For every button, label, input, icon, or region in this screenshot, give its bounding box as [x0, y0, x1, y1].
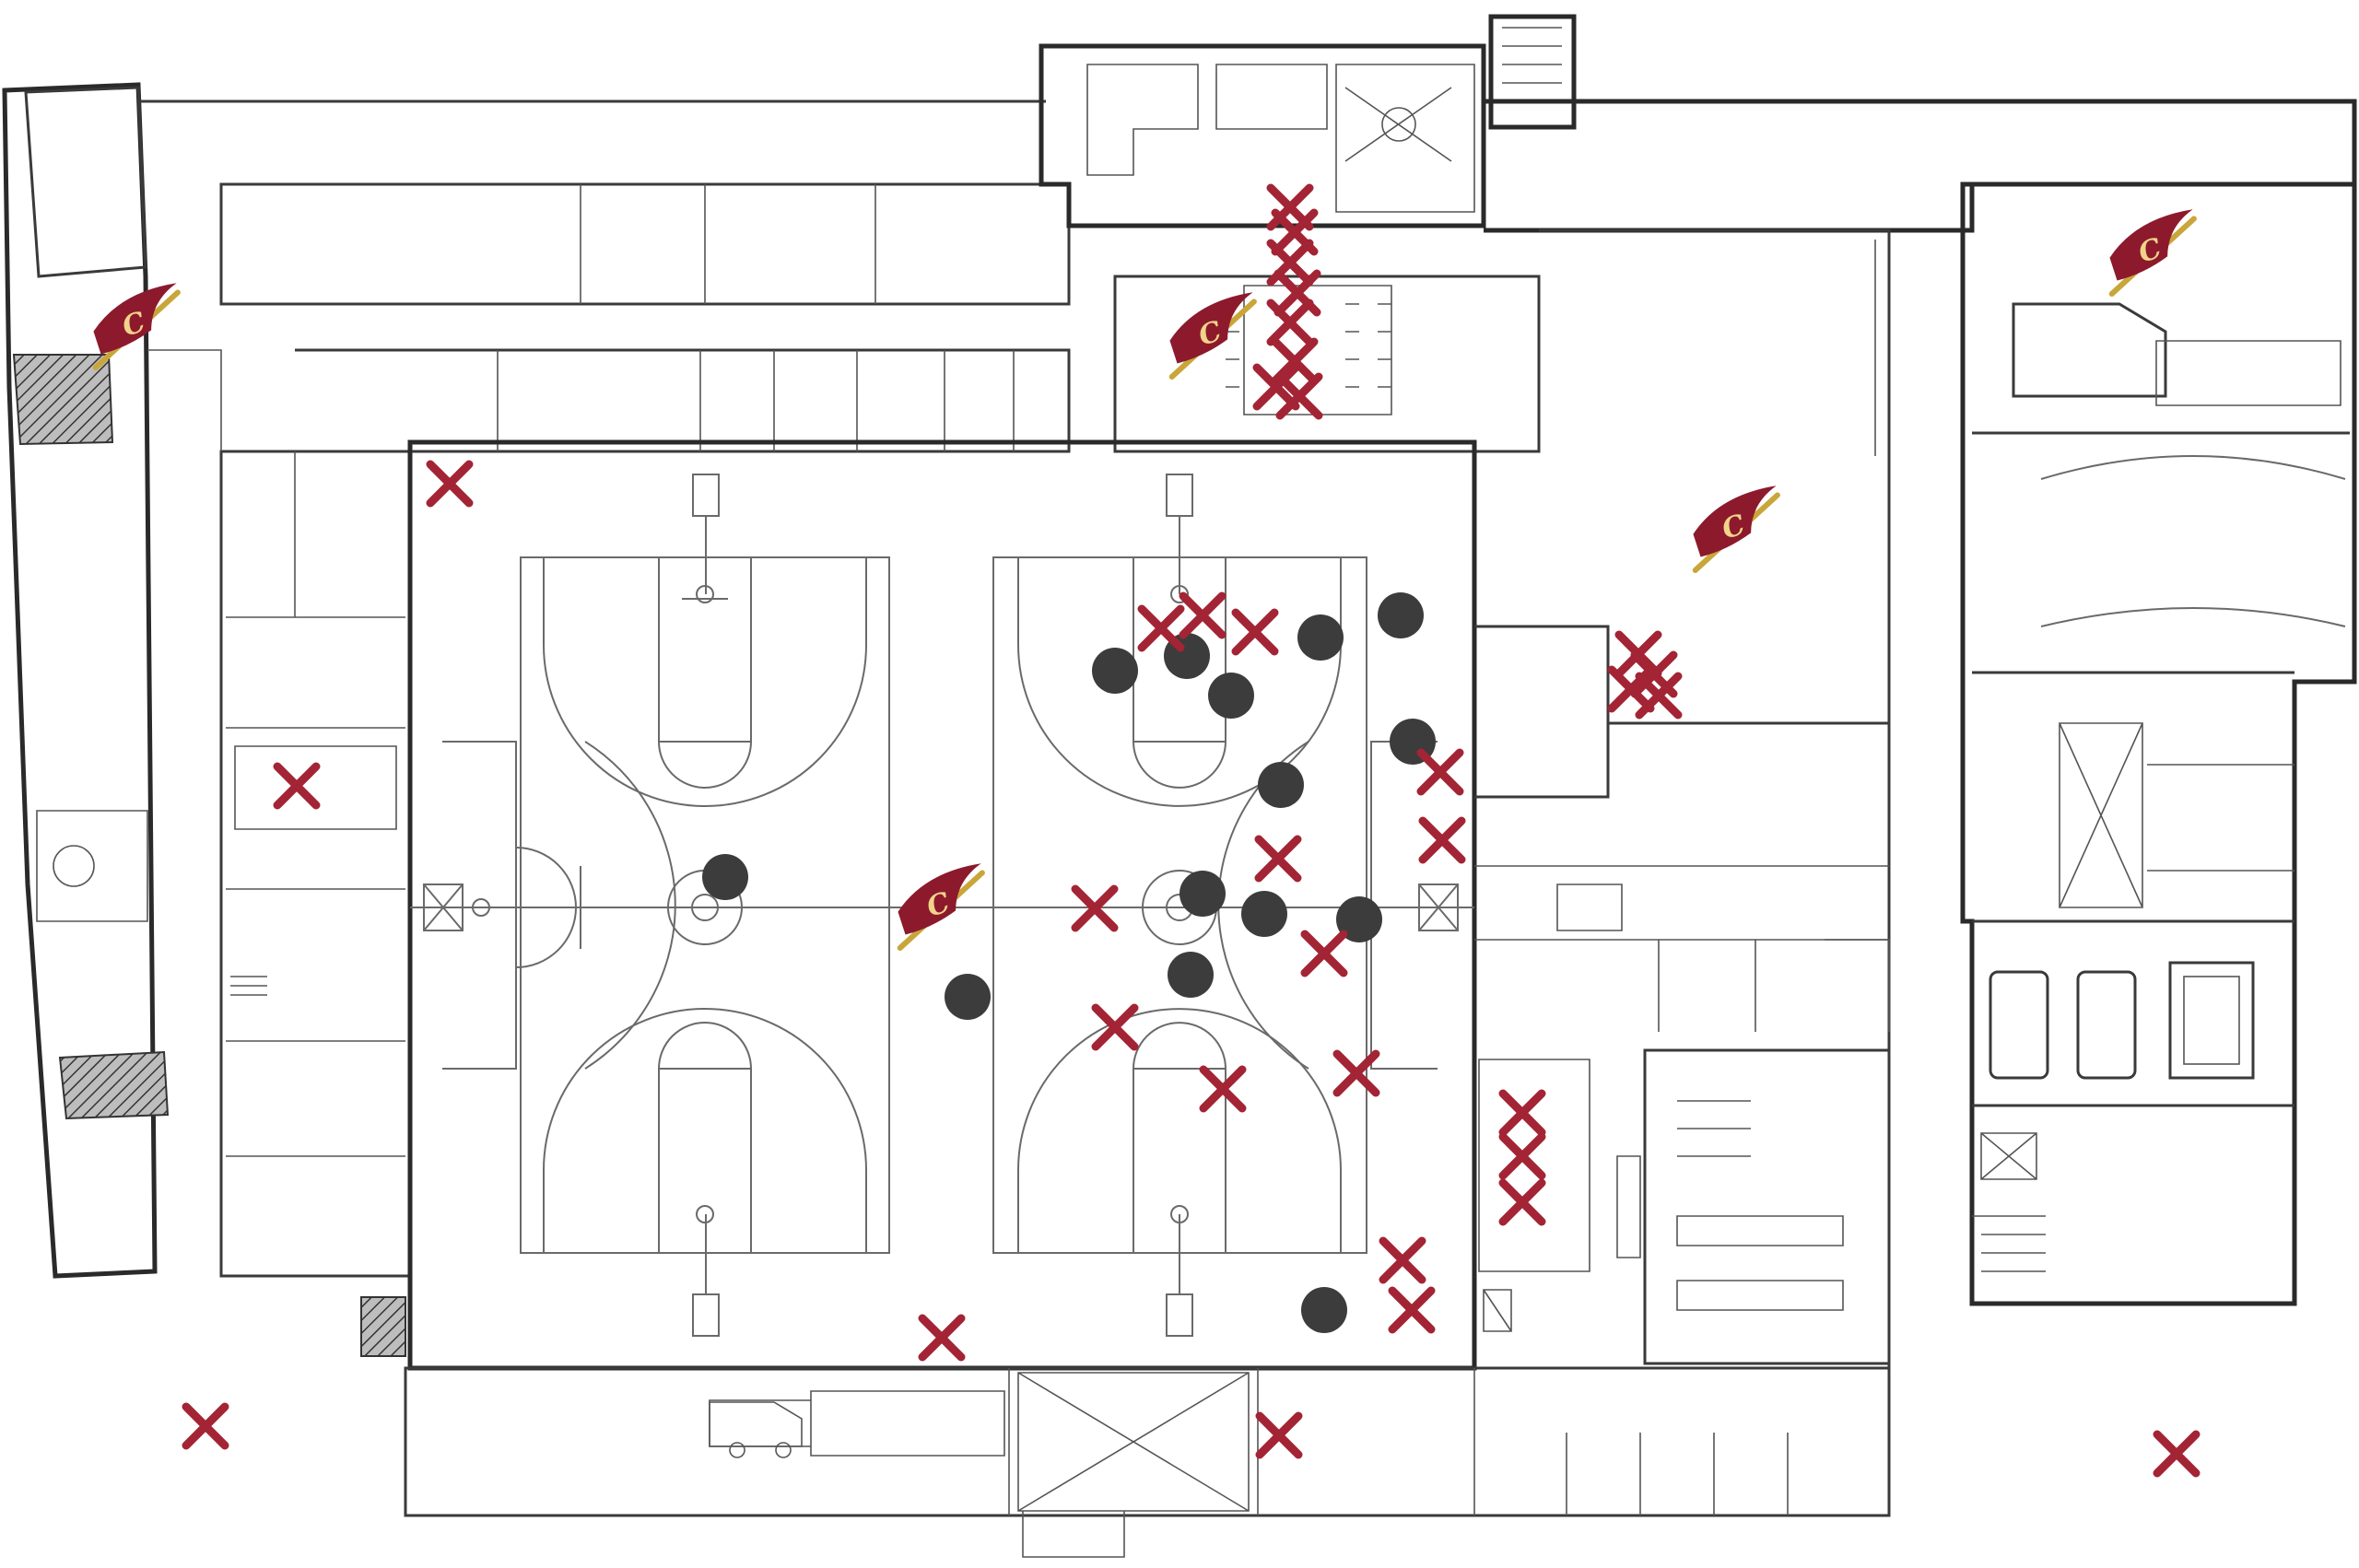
missed-shot-x: [1275, 372, 1323, 420]
missed-shot-x: [1231, 608, 1279, 656]
made-markers: [702, 592, 1436, 1333]
missed-shot-x: [2153, 1430, 2201, 1478]
missed-shot-x: [1179, 591, 1226, 639]
vehicle-outline: [709, 1401, 803, 1458]
missed-shot-x: [426, 460, 474, 508]
made-shot-dot: [1208, 673, 1254, 719]
missed-shot-x: [273, 762, 321, 810]
made-shot-dot: [945, 974, 991, 1020]
logo-markers: C C C C C: [92, 209, 2197, 951]
missed-shot-x: [1416, 748, 1464, 796]
made-shot-dot: [1336, 896, 1382, 942]
missed-shot-x: [1255, 1411, 1303, 1459]
left-stair-hatch: [12, 354, 114, 446]
made-shot-dot: [1092, 648, 1138, 694]
lower-left-hatch: [58, 1050, 170, 1120]
made-shot-dot: [1301, 1287, 1347, 1333]
made-shot-dot: [1297, 614, 1344, 661]
made-shot-dot: [1378, 592, 1424, 638]
missed-shot-x: [1379, 1236, 1426, 1284]
missed-shot-x: [1071, 884, 1119, 932]
bottom-left-hatch: [360, 1296, 406, 1357]
made-shot-dot: [1168, 952, 1214, 998]
made-shot-dot: [1258, 762, 1304, 808]
team-flag-logo: C: [2108, 209, 2197, 297]
missed-shot-x: [1199, 1065, 1247, 1113]
missed-shot-x: [1498, 1132, 1546, 1180]
miss-markers: [182, 183, 2201, 1478]
missed-shot-x: [1498, 1178, 1546, 1226]
missed-shot-x: [1418, 816, 1466, 864]
missed-shot-x: [1332, 1049, 1380, 1097]
missed-shot-x: [1266, 298, 1314, 346]
missed-shot-x: [1300, 930, 1348, 977]
building-walls: [2, 14, 2357, 1558]
missed-shot-x: [1388, 1286, 1436, 1334]
made-shot-dot: [1180, 871, 1226, 917]
missed-shot-x: [182, 1402, 229, 1450]
missed-shot-x: [1254, 835, 1302, 883]
missed-shot-x: [1635, 672, 1683, 720]
missed-shot-x: [1091, 1003, 1139, 1051]
team-flag-logo: C: [1168, 292, 1257, 380]
made-shot-dot: [702, 854, 748, 900]
team-flag-logo: C: [897, 863, 985, 951]
team-flag-logo: C: [92, 283, 181, 370]
missed-shot-x: [1252, 363, 1300, 411]
missed-shot-x: [918, 1314, 966, 1362]
team-flag-logo: C: [1692, 486, 1780, 573]
missed-shot-x: [1498, 1089, 1546, 1137]
missed-shot-x: [1137, 604, 1185, 652]
made-shot-dot: [1241, 891, 1287, 937]
